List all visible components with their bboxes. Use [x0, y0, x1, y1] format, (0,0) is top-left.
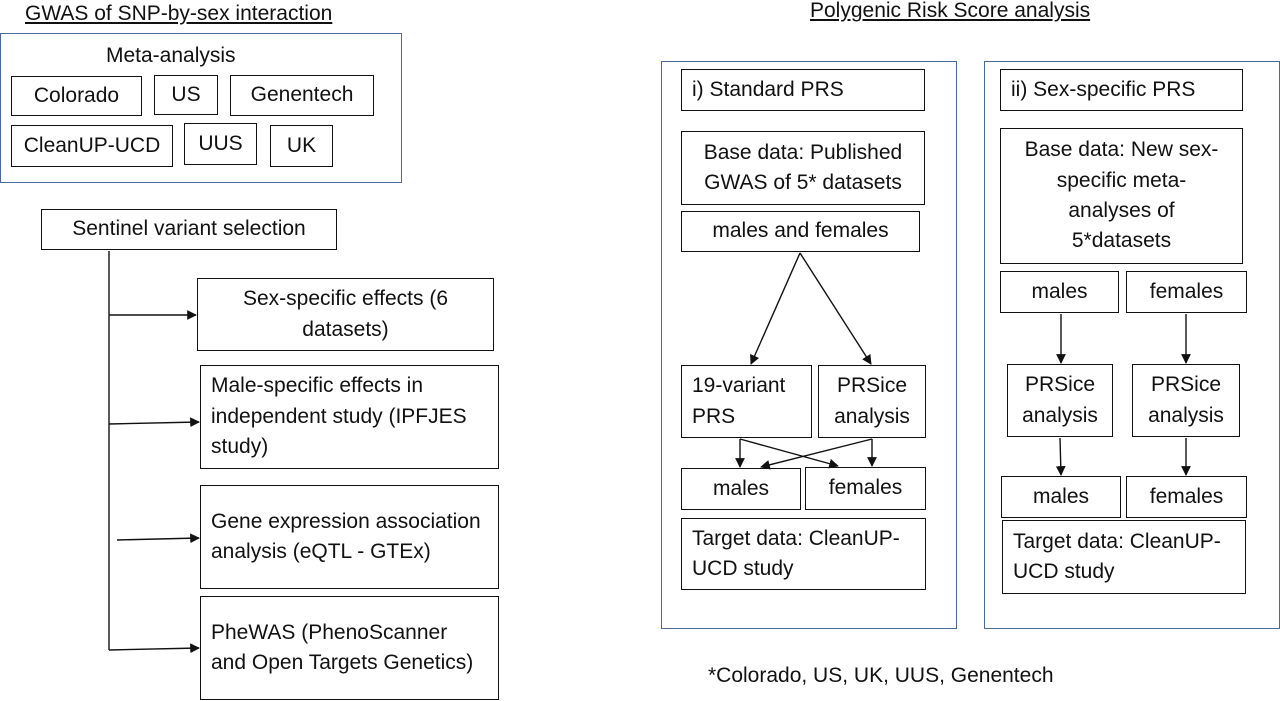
dataset-genentech: Genentech	[230, 75, 374, 116]
meta-analysis-frame	[0, 33, 402, 183]
meta-analysis-label: Meta-analysis	[106, 44, 236, 67]
sex-specific-females-out: females	[1126, 476, 1247, 518]
prs-heading: Polygenic Risk Score analysis	[810, 0, 1091, 22]
arrow-to-phewas	[108, 643, 200, 654]
sex-specific-effects-box: Sex-specific effects (6 datasets)	[197, 278, 494, 351]
dataset-colorado: Colorado	[11, 76, 142, 116]
standard-prsice-analysis: PRSice analysis	[818, 365, 926, 438]
sex-specific-males: males	[1000, 271, 1119, 313]
sex-specific-females: females	[1126, 271, 1247, 313]
gene-expression-box: Gene expression association analysis (eQ…	[200, 485, 499, 589]
gwas-heading: GWAS of SNP-by-sex interaction	[25, 2, 333, 25]
dataset-uk: UK	[270, 125, 333, 167]
arrow-group-to-19variant	[750, 252, 801, 365]
arrow-19variant-to-females	[739, 438, 839, 469]
standard-prs-frame	[661, 61, 957, 629]
arrow-to-male-specific	[108, 417, 200, 428]
footnote: *Colorado, US, UK, UUS, Genentech	[708, 664, 1054, 687]
arrow-group-to-prsice	[799, 252, 872, 365]
standard-base-data: Base data: Published GWAS of 5* datasets	[681, 131, 925, 205]
standard-19-variant-prs: 19-variant PRS	[681, 365, 812, 438]
standard-males-and-females: males and females	[681, 211, 920, 252]
male-specific-effects-box: Male-specific effects in independent stu…	[200, 365, 499, 469]
dataset-cleanup-ucd: CleanUP-UCD	[11, 125, 173, 167]
sex-specific-base-data: Base data: New sex-specific meta-analyse…	[1000, 128, 1243, 264]
dataset-us: US	[154, 75, 218, 115]
phewas-box: PheWAS (PhenoScanner and Open Targets Ge…	[200, 596, 499, 700]
sex-specific-prs-title: ii) Sex-specific PRS	[1000, 69, 1243, 111]
arrow-to-gene-expression	[116, 533, 200, 544]
standard-prs-title: i) Standard PRS	[681, 69, 925, 111]
standard-males: males	[681, 468, 801, 510]
sex-specific-males-out: males	[1001, 476, 1121, 518]
sex-specific-prsice-males: PRSice analysis	[1007, 364, 1113, 437]
arrow-prsice-to-males-out	[1055, 437, 1066, 476]
sentinel-variant-box: Sentinel variant selection	[41, 209, 337, 250]
arrow-prsice-to-males	[760, 438, 873, 470]
dataset-uus: UUS	[184, 123, 257, 165]
standard-females: females	[805, 467, 926, 510]
sex-specific-prsice-females: PRSice analysis	[1132, 364, 1240, 437]
standard-target-data: Target data: CleanUP-UCD study	[681, 518, 926, 590]
sex-specific-target-data: Target data: CleanUP-UCD study	[1002, 520, 1246, 594]
